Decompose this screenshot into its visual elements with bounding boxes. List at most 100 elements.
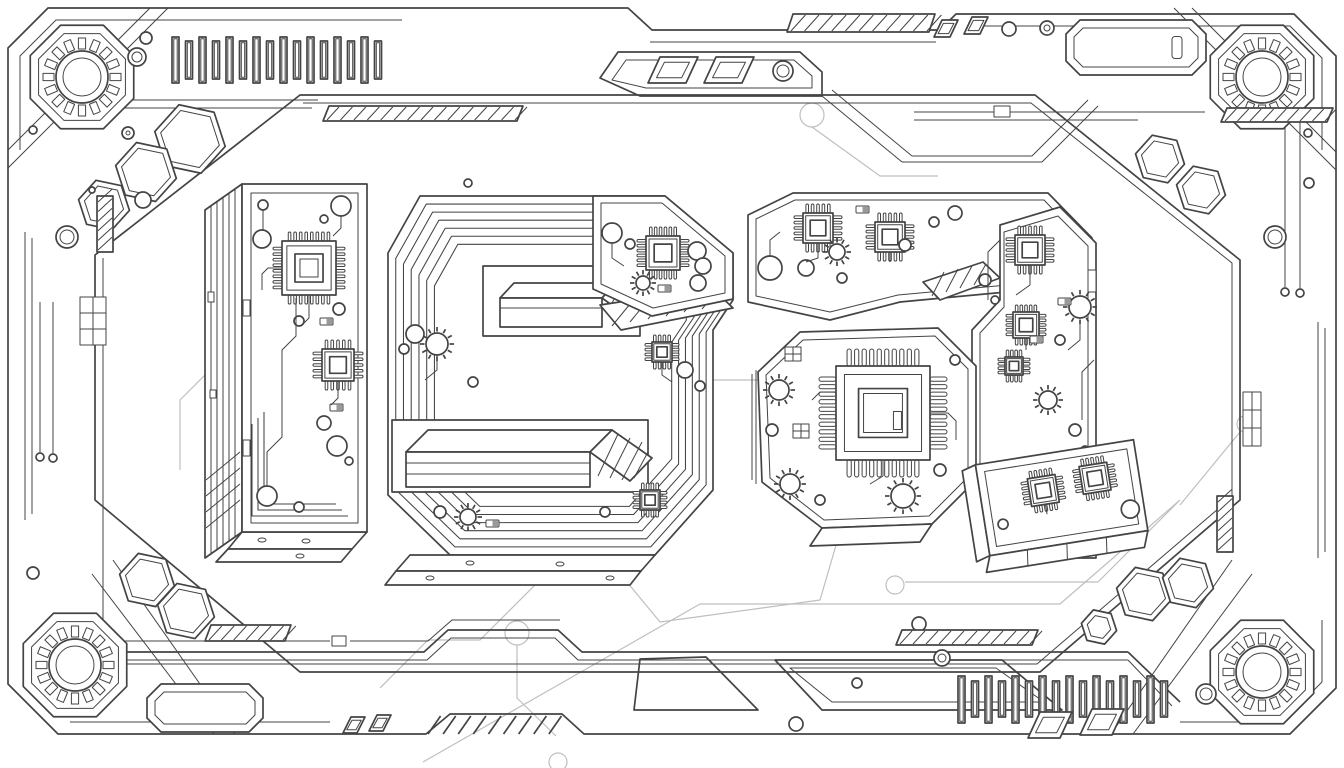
hatch-line: [97, 217, 113, 232]
screw: [1039, 20, 1055, 36]
qfp-chip-icon: [793, 203, 843, 253]
medallion-octagon-inner: [31, 621, 119, 709]
comb-pin-inner: [227, 38, 232, 82]
pill-slot: [146, 683, 264, 733]
hexagon-node: [1175, 165, 1227, 215]
chip-pin: [1018, 374, 1023, 383]
gear-tooth: [1224, 58, 1239, 71]
gear-tooth: [1224, 653, 1239, 666]
screw-outer: [55, 225, 79, 249]
bottom-trapezoid-wide: [774, 659, 1063, 711]
hatch-line: [1312, 108, 1325, 122]
comb-pin: [252, 36, 261, 84]
letter3-edge-tab: [1087, 269, 1097, 293]
resistor-pad: [492, 520, 499, 527]
chip-pin: [929, 384, 948, 390]
resistor-pad: [1064, 298, 1071, 305]
chip-pin: [1038, 332, 1047, 337]
chip-pin: [1039, 225, 1043, 236]
via-circle: [332, 302, 346, 316]
sun-tick: [447, 349, 453, 354]
hatch-strip: [322, 105, 528, 122]
sun-body: [779, 473, 801, 495]
bus-node: [993, 105, 1011, 118]
gear-hub: [1235, 645, 1289, 699]
sun-tick: [646, 289, 651, 295]
hatch-line: [1299, 108, 1312, 122]
hatch-line: [1249, 108, 1262, 122]
letter1-side-planks: [210, 189, 236, 554]
chip-pin: [1014, 349, 1018, 358]
screw-inner: [776, 64, 790, 78]
chip-pin: [1022, 264, 1027, 275]
comb-pin: [184, 40, 194, 80]
pill-tab: [1171, 36, 1183, 59]
chip-pin: [353, 368, 364, 373]
via-circle: [990, 295, 1000, 305]
gear-tooth: [98, 46, 113, 61]
chip-pin: [655, 509, 660, 518]
hatch-line: [420, 106, 434, 121]
chip-die: [1018, 317, 1034, 333]
pill-outline: [146, 683, 264, 733]
hexagon-node: [1115, 566, 1173, 622]
gear-tooth: [51, 46, 66, 61]
qfp-chip-icon: [1020, 467, 1067, 514]
chip-pin: [904, 229, 915, 234]
chip-body-inner: [1081, 464, 1109, 492]
chip-die: [1008, 360, 1020, 372]
gear-hub-inner: [62, 57, 102, 97]
chip-pin: [1014, 304, 1019, 313]
gear-tooth: [44, 58, 59, 71]
letter2-components: [398, 222, 712, 531]
chip-body-inner: [653, 343, 671, 361]
gear-tooth: [1289, 72, 1302, 82]
chip-pin: [818, 429, 837, 435]
via-circle: [599, 506, 611, 518]
letter3-panel-main-inner: [765, 335, 969, 521]
dash-mark: [548, 715, 563, 735]
resistor-pad: [862, 206, 869, 213]
sun-tick: [844, 244, 850, 248]
slot-bar-front: [499, 297, 603, 328]
hatch-strip: [204, 624, 297, 642]
chip-pin: [846, 348, 852, 367]
chip-pin: [335, 252, 346, 256]
comb-pin-inner: [972, 682, 978, 716]
comb-pin: [211, 40, 221, 80]
chip-pin: [914, 348, 920, 367]
comb-pin-inner: [375, 42, 381, 78]
hatch-line: [1262, 108, 1275, 122]
hatch-line: [366, 106, 380, 121]
hexagon-node: [156, 582, 216, 640]
chip-die: [655, 345, 669, 359]
chip-pin: [644, 352, 653, 357]
circuit-trace: [1015, 265, 1031, 296]
screw-inner: [1267, 229, 1283, 245]
hatch-line: [1217, 498, 1233, 512]
via-circle: [898, 238, 912, 252]
via-dot: [1280, 287, 1290, 297]
chip-pin: [667, 361, 672, 370]
comb-pin-inner: [200, 38, 205, 82]
chip-pin: [929, 376, 948, 382]
comb-pin: [292, 40, 302, 80]
chip-pin: [330, 339, 335, 350]
sun-tick: [472, 504, 476, 510]
sun-tick: [829, 239, 833, 245]
parallelogram: [647, 56, 699, 84]
parallelogram-inner: [1034, 716, 1066, 734]
sun-tick: [447, 334, 453, 339]
gear-tooth: [1285, 653, 1300, 666]
hatch-strip: [1216, 488, 1234, 553]
parallelogram-inner: [967, 19, 985, 32]
chip-pin: [1014, 374, 1018, 383]
chip-pin: [657, 361, 662, 370]
sun-body: [459, 508, 477, 526]
base-hole: [605, 575, 615, 581]
hatch-line: [831, 14, 847, 32]
gray-via: [885, 575, 905, 595]
gear-tooth: [1231, 688, 1246, 703]
screw-outer: [933, 649, 951, 667]
